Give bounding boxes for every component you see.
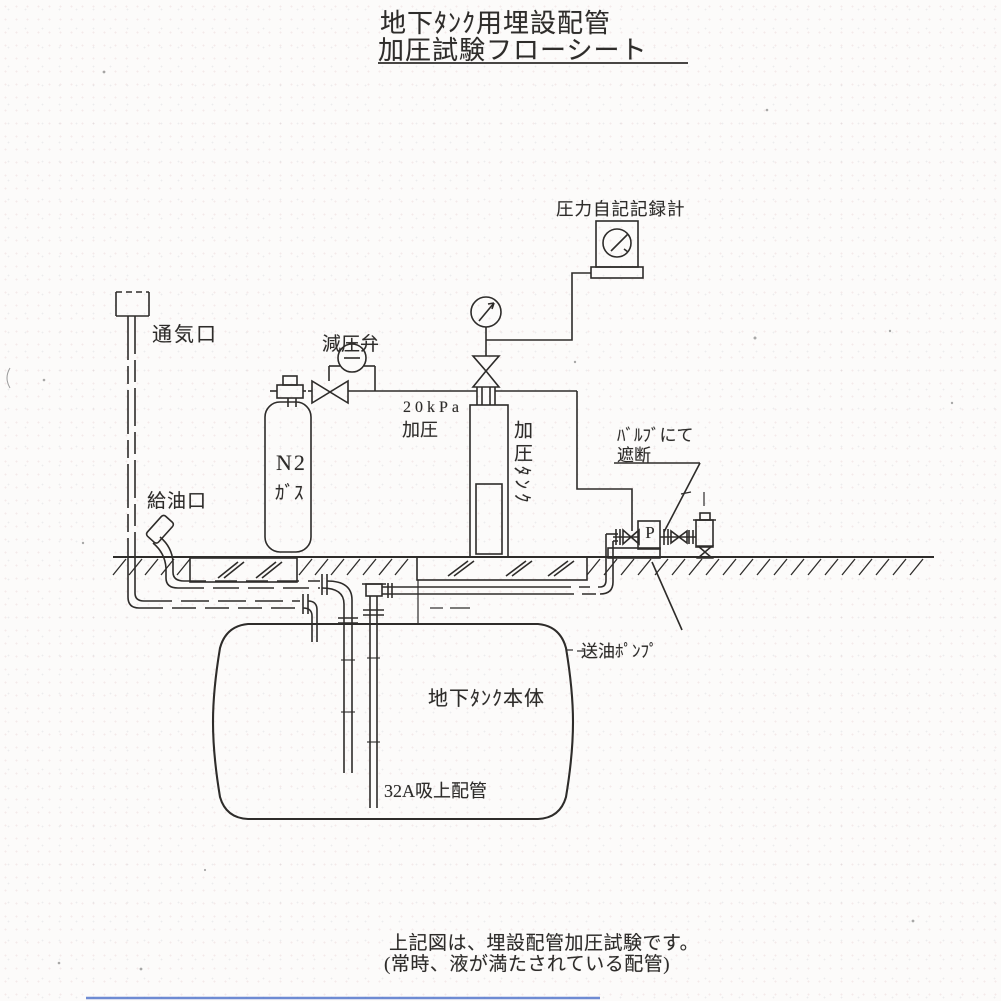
n2-gas-label-line1: N2 <box>276 450 307 475</box>
pressure-reducing-valve-symbol <box>311 343 376 405</box>
valve-shutoff-label-line2: 遮断 <box>617 446 651 465</box>
pressure-gauge-symbol <box>470 296 502 356</box>
valve-shutoff-label-line1: ﾊﾞﾙﾌﾞにて <box>617 426 694 445</box>
n2-cylinder-symbol <box>264 375 312 553</box>
underground-tank-symbol <box>211 622 575 821</box>
vent-port-label: 通気口 <box>152 324 218 346</box>
pressure-tank-symbol <box>469 404 509 558</box>
suction-line <box>362 533 618 808</box>
pressurize-label-line1: 20kPa <box>403 399 463 416</box>
pressure-tank-label: 加圧ﾀﾝｸ <box>511 420 532 507</box>
concrete-slab-left <box>189 557 298 583</box>
riser-valve-symbol <box>693 512 716 559</box>
concrete-slab-right <box>416 556 588 624</box>
caption-line1: 上記図は、埋設配管加圧試験です。 <box>389 933 700 954</box>
pressure-recorder-symbol <box>486 220 644 341</box>
tank-top-valve-symbol <box>471 355 501 405</box>
oil-feed-pump-symbol <box>607 520 696 559</box>
vent-underground-run <box>127 557 318 642</box>
vent-pipe-symbol <box>115 291 150 557</box>
page-title-line2: 加圧試験フローシート <box>378 36 648 65</box>
ground-hatching <box>112 558 924 576</box>
pressurizing-line <box>348 390 633 531</box>
n2-gas-label-line2: ｶﾞｽ <box>275 483 304 504</box>
pressure-recorder-label: 圧力自記記録計 <box>556 199 686 219</box>
page-title-line1: 地下ﾀﾝｸ用埋設配管 <box>380 9 612 38</box>
suction-pipe-label: 32A吸上配管 <box>384 781 487 801</box>
fill-riser <box>338 600 380 773</box>
oil-feed-pump-label: 送油ﾎﾟﾝﾌﾟ <box>581 642 658 661</box>
pressurize-label-line2: 加圧 <box>402 420 438 440</box>
pump-symbol-letter: P <box>645 523 655 542</box>
fill-port-label: 給油口 <box>147 491 208 512</box>
underground-tank-label: 地下ﾀﾝｸ本体 <box>428 688 545 710</box>
valve-shutoff-leader <box>614 462 705 533</box>
reducing-valve-label: 減圧弁 <box>322 334 380 355</box>
scan-specks <box>42 70 954 971</box>
fill-port-symbol <box>145 514 353 605</box>
scan-edge-artifact <box>6 367 11 389</box>
caption-line2: (常時、液が満たされている配管) <box>384 954 671 975</box>
